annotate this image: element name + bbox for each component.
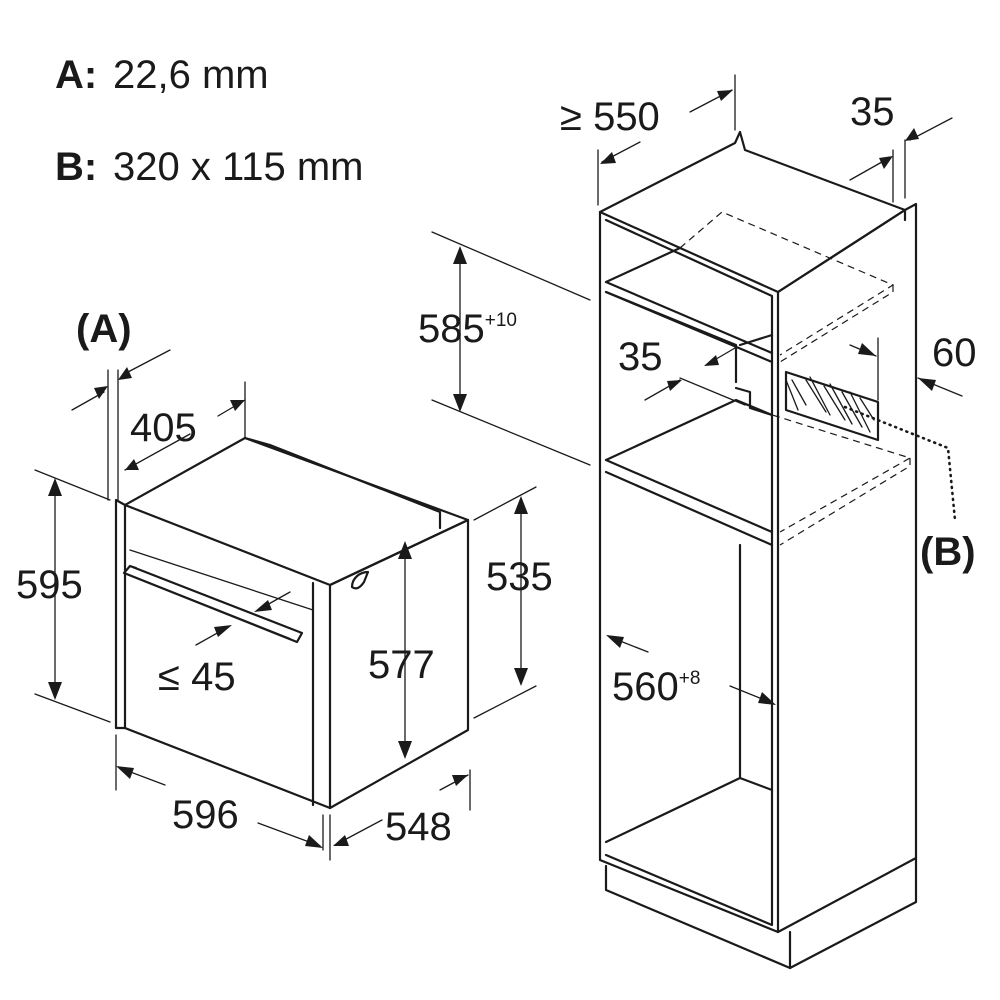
oven-labels: (A) 405 595 ≤ 45 596 548 535 577 <box>16 307 553 849</box>
cabinet-labels: ≥ 550 35 585+10 35 60 (B) 560+8 <box>418 90 977 709</box>
legend-b-key: B: <box>55 145 97 189</box>
cabinet-top <box>598 130 907 294</box>
vent-depth-label: 60 <box>932 331 977 375</box>
lower-niche <box>604 543 774 844</box>
body-depth-label: 548 <box>385 805 452 849</box>
cabinet-side <box>776 202 918 934</box>
cabinet-dimension-lines <box>431 74 963 705</box>
handle-depth-label: ≤ 45 <box>158 655 236 699</box>
back-gap-label: 35 <box>850 90 895 134</box>
oven-shelf <box>604 386 774 547</box>
oven-side <box>328 518 470 810</box>
oven-dimension-lines <box>34 349 537 861</box>
niche-back <box>604 290 774 384</box>
body-height-label: 535 <box>486 555 553 599</box>
niche-height-label: 585+10 <box>418 307 517 351</box>
niche-width-value: 560 <box>612 665 679 709</box>
cabinet-drawing <box>598 130 957 970</box>
dashed-upper <box>679 211 895 356</box>
oven-side-notch <box>350 570 370 590</box>
legend-b-value: 320 x 115 mm <box>113 145 364 189</box>
oven-handle <box>122 564 304 644</box>
niche-width-tolerance: +8 <box>679 668 701 689</box>
b-marker-label: (B) <box>920 530 976 574</box>
oven-drawing <box>114 436 470 810</box>
oven-door <box>123 503 332 810</box>
a-marker-label: (A) <box>76 307 132 351</box>
b-leader <box>843 405 957 522</box>
oven-top <box>123 436 470 587</box>
legend-a-value: 22,6 mm <box>113 53 269 97</box>
cabinet-front <box>598 210 780 934</box>
depth-total-label: 405 <box>130 406 197 450</box>
dashed-lower <box>749 407 912 533</box>
ventilation-opening <box>784 370 880 442</box>
height-front-label: 595 <box>16 563 83 607</box>
niche-height-tolerance: +10 <box>485 310 517 331</box>
shelf-gap-label: 35 <box>618 335 663 379</box>
width-label: 596 <box>172 793 239 837</box>
depth-min-label: ≥ 550 <box>560 95 660 139</box>
oven-control-line <box>129 549 314 611</box>
niche-width-label: 560+8 <box>612 665 700 709</box>
legend: A: 22,6 mm B: 320 x 115 mm <box>55 53 364 189</box>
cabinet-front-inner <box>604 218 774 927</box>
oven-front-frame <box>114 498 127 730</box>
oven-top-back-step <box>243 436 442 530</box>
inner-height-label: 577 <box>368 643 435 687</box>
niche-height-value: 585 <box>418 307 485 351</box>
legend-a-key: A: <box>55 53 97 97</box>
